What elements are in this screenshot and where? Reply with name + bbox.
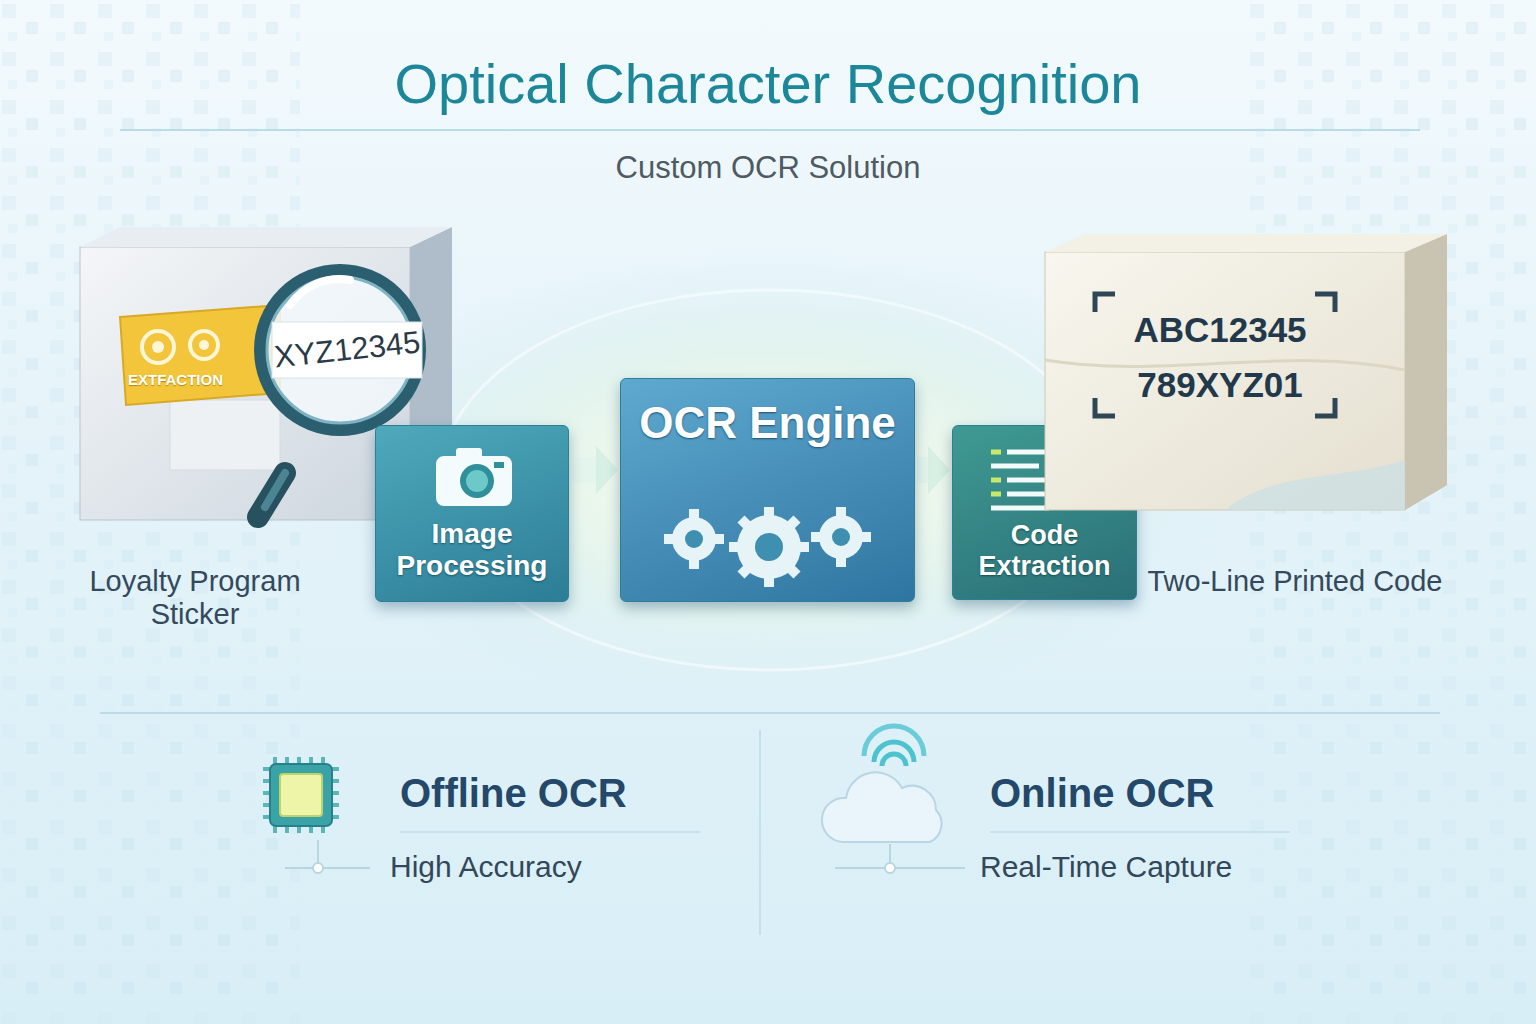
node-text: 789XYZ01 (1105, 365, 1335, 405)
mode-heading: Online OCR (990, 770, 1330, 816)
node-text: Image Processing (382, 518, 562, 582)
gears-icon (659, 499, 879, 589)
mode-description: High Accuracy (390, 850, 730, 885)
subtitle: Custom OCR Solution (418, 150, 1118, 186)
package-box: ABC12345789XYZ01Two-Line Printed Code (1045, 230, 1450, 520)
magnifier: XYZ12345 (250, 260, 430, 440)
process-box: OCR Engine (620, 378, 915, 602)
node-text: EXTFACTION (128, 371, 268, 388)
node-text: OCR Engine (631, 401, 904, 445)
node-text: ABC12345 (1105, 310, 1335, 350)
flow-arrow (917, 446, 950, 494)
process-box: Image Processing (375, 425, 569, 602)
mode-description: Real-Time Capture (980, 850, 1340, 885)
mode-heading: Offline OCR (400, 770, 740, 816)
flow-arrow (571, 446, 618, 494)
title: Optical Character Recognition (0, 52, 1536, 116)
node-text: Loyalty Program Sticker (60, 565, 330, 632)
node-text: Two-Line Printed Code (1145, 565, 1445, 598)
camera-icon (432, 444, 516, 510)
node-text: Code Extraction (959, 520, 1130, 582)
